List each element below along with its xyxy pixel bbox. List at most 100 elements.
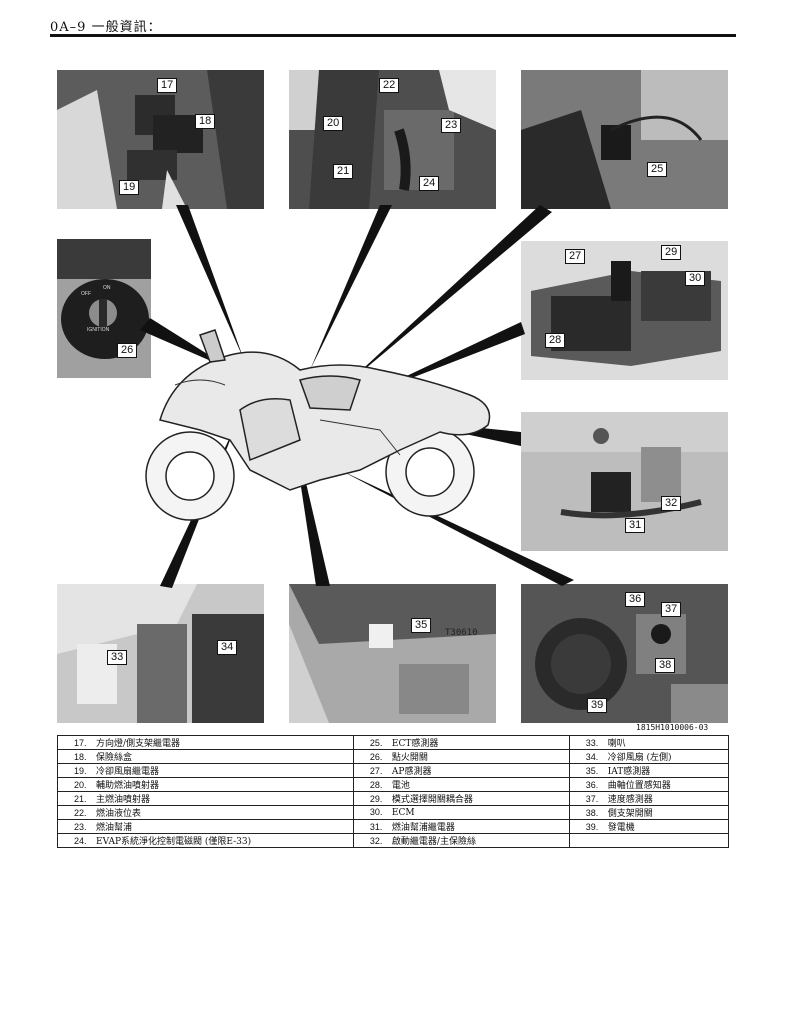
- legend-text: AP感測器: [392, 767, 432, 777]
- legend-text: 燃油液位表: [96, 809, 141, 819]
- photo-iat-sensor: T30610 35: [289, 584, 496, 723]
- legend-cell: 38.側支架開關: [569, 806, 728, 820]
- legend-number: 20.: [74, 780, 96, 790]
- callout-19: 19: [119, 180, 139, 195]
- callout-26: 26: [117, 343, 137, 358]
- legend-text: 保險絲盒: [96, 753, 132, 763]
- callout-34: 34: [217, 640, 237, 655]
- photo-fuel-injectors-pump: 22 20 23 21 24: [289, 70, 496, 209]
- legend-number: 21.: [74, 794, 96, 804]
- legend-cell: 18.保險絲盒: [58, 750, 354, 764]
- legend-text: 模式選擇開關耦合器: [392, 795, 473, 805]
- legend-text: IAT感測器: [608, 767, 651, 777]
- callout-21: 21: [333, 164, 353, 179]
- header-rule: [50, 34, 736, 37]
- legend-row: 19.冷卻風扇繼電器 27.AP感測器 35.IAT感測器: [58, 764, 729, 778]
- legend-cell: 30.ECM: [353, 806, 569, 820]
- callout-33: 33: [107, 650, 127, 665]
- legend-cell: 24.EVAP系統淨化控制電磁閥 (僅限E-33): [58, 834, 354, 848]
- legend-number: 39.: [586, 822, 608, 832]
- legend-cell: 35.IAT感測器: [569, 764, 728, 778]
- legend-cell: 39.發電機: [569, 820, 728, 834]
- callout-17: 17: [157, 78, 177, 93]
- callout-24: 24: [419, 176, 439, 191]
- dial-on: ON: [103, 285, 111, 291]
- legend-text: 冷卻風扇 (左側): [608, 753, 672, 763]
- callout-18: 18: [195, 114, 215, 129]
- legend-cell: 32.啟動繼電器/主保險絲: [353, 834, 569, 848]
- legend-number: 38.: [586, 808, 608, 818]
- legend-number: 36.: [586, 780, 608, 790]
- legend-cell: [569, 834, 728, 848]
- photo-relays-fusebox: 17 18 19: [57, 70, 264, 209]
- legend-text: 冷卻風扇繼電器: [96, 767, 159, 777]
- legend-cell: 33.喇叭: [569, 736, 728, 750]
- legend-cell: 28.電池: [353, 778, 569, 792]
- legend-text: 主燃油噴射器: [96, 795, 150, 805]
- photo-relays-main-fuse: 32 31: [521, 412, 728, 551]
- legend-text: 速度感測器: [608, 795, 653, 805]
- legend-text: 方向燈/側支架繼電器: [96, 739, 180, 749]
- legend-number: 35.: [586, 766, 608, 776]
- legend-text: ECT感測器: [392, 739, 438, 749]
- legend-number: 28.: [370, 780, 392, 790]
- photo-ect-sensor: 25: [521, 70, 728, 209]
- dial-off: OFF: [81, 291, 91, 297]
- legend-text: 喇叭: [608, 739, 626, 749]
- legend-number: 37.: [586, 794, 608, 804]
- legend-text: 燃油幫浦繼電器: [392, 823, 455, 833]
- legend-cell: 17.方向燈/側支架繼電器: [58, 736, 354, 750]
- photo-generator-sensors: 36 37 38 39: [521, 584, 728, 723]
- photo-ecm-battery: 27 29 30 28: [521, 241, 728, 380]
- legend-text: EVAP系統淨化控制電磁閥 (僅限E-33): [96, 837, 251, 847]
- legend-text: 曲軸位置感知器: [608, 781, 671, 791]
- legend-number: 30.: [370, 807, 392, 817]
- page-header: 0A–9 一般資訊：: [50, 16, 162, 35]
- legend-row: 23.燃油幫浦 31.燃油幫浦繼電器 39.發電機: [58, 820, 729, 834]
- legend-text: 電池: [392, 781, 410, 791]
- legend-number: 32.: [370, 836, 392, 846]
- legend-number: 31.: [370, 822, 392, 832]
- part-stamp: T30610: [445, 628, 478, 638]
- legend-cell: 22.燃油液位表: [58, 806, 354, 820]
- legend-cell: 23.燃油幫浦: [58, 820, 354, 834]
- legend-number: 25.: [370, 738, 392, 748]
- legend-cell: 19.冷卻風扇繼電器: [58, 764, 354, 778]
- legend-cell: 25.ECT感測器: [353, 736, 569, 750]
- legend-number: 23.: [74, 822, 96, 832]
- legend-text: 側支架開關: [608, 809, 653, 819]
- callout-27: 27: [565, 249, 585, 264]
- legend-cell: 20.輔助燃油噴射器: [58, 778, 354, 792]
- legend-number: 22.: [74, 808, 96, 818]
- legend-cell: 26.點火開關: [353, 750, 569, 764]
- callout-35: 35: [411, 618, 431, 633]
- callout-28: 28: [545, 333, 565, 348]
- legend-text: 點火開關: [392, 753, 428, 763]
- callout-39: 39: [587, 698, 607, 713]
- callout-31: 31: [625, 518, 645, 533]
- legend-number: 27.: [370, 766, 392, 776]
- legend-cell: 34.冷卻風扇 (左側): [569, 750, 728, 764]
- legend-cell: 29.模式選擇開關耦合器: [353, 792, 569, 806]
- callout-23: 23: [441, 118, 461, 133]
- legend-number: 33.: [586, 738, 608, 748]
- legend-number: 24.: [74, 836, 96, 846]
- legend-cell: 36.曲軸位置感知器: [569, 778, 728, 792]
- legend-text: 燃油幫浦: [96, 823, 132, 833]
- legend-text: 輔助燃油噴射器: [96, 781, 159, 791]
- legend-number: 18.: [74, 752, 96, 762]
- legend-number: 26.: [370, 752, 392, 762]
- legend-number: 17.: [74, 738, 96, 748]
- legend-cell: 21.主燃油噴射器: [58, 792, 354, 806]
- legend-cell: 37.速度感測器: [569, 792, 728, 806]
- legend-number: 34.: [586, 752, 608, 762]
- callout-36: 36: [625, 592, 645, 607]
- callout-25: 25: [647, 162, 667, 177]
- callout-30: 30: [685, 271, 705, 286]
